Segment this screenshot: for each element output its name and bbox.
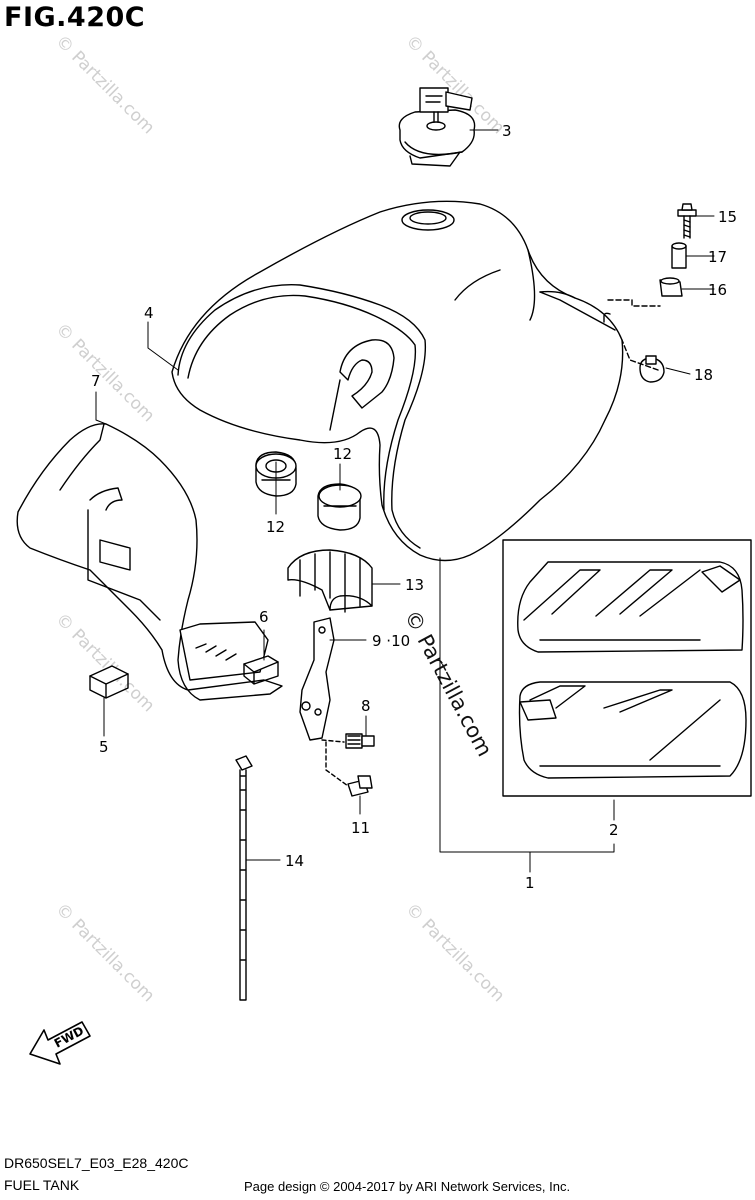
callout-5: 5 xyxy=(99,738,109,756)
callout-15: 15 xyxy=(718,208,737,226)
callout-12-lower: 12 xyxy=(266,518,285,536)
block-part-5 xyxy=(89,665,129,699)
callout-9-10: 9 ·10 xyxy=(372,632,410,650)
figure-title: FIG.420C xyxy=(4,2,146,33)
watermark-large: © Partzilla.com xyxy=(400,606,497,760)
callout-numbers: 1 2 3 4 5 6 7 8 9 ·10 11 12 12 13 14 15 … xyxy=(91,122,737,892)
side-cover-part-7 xyxy=(16,423,283,701)
fuel-cap-part-3 xyxy=(398,87,476,167)
bracket-part-9-10 xyxy=(299,617,335,741)
callout-14: 14 xyxy=(285,852,304,870)
callout-8: 8 xyxy=(361,697,371,715)
callout-4: 4 xyxy=(144,304,154,322)
cushion-part-13 xyxy=(287,549,373,613)
bolt-part-8 xyxy=(321,733,375,749)
copyright-notice: Page design © 2004-2017 by ARI Network S… xyxy=(244,1179,571,1194)
cable-tie-part-14 xyxy=(235,755,253,1001)
watermark: © Partzilla.com xyxy=(401,899,508,1006)
watermark: © Partzilla.com xyxy=(51,31,158,138)
watermark: © Partzilla.com xyxy=(51,899,158,1006)
fwd-arrow-icon xyxy=(29,1021,91,1065)
callout-17: 17 xyxy=(708,248,727,266)
mounting-hardware-parts-15-18 xyxy=(603,203,697,383)
callout-11: 11 xyxy=(351,819,370,837)
fuel-tank-part-4 xyxy=(171,200,624,562)
callout-12-upper: 12 xyxy=(333,445,352,463)
callout-16: 16 xyxy=(708,281,727,299)
callout-6: 6 xyxy=(259,608,269,626)
section-title: FUEL TANK xyxy=(4,1177,80,1193)
diagram-code: DR650SEL7_E03_E28_420C xyxy=(4,1155,189,1171)
callout-7: 7 xyxy=(91,372,101,390)
pad-part-6 xyxy=(243,655,279,685)
grommet-part-12-b xyxy=(317,483,362,531)
watermark: © Partzilla.com xyxy=(51,319,158,426)
callout-18: 18 xyxy=(694,366,713,384)
callout-2: 2 xyxy=(609,821,619,839)
watermark: © Partzilla.com xyxy=(51,609,158,716)
bolt-part-11 xyxy=(325,741,373,797)
leader-lines xyxy=(95,129,715,873)
callout-1: 1 xyxy=(525,874,535,892)
callout-3: 3 xyxy=(502,122,512,140)
callout-13: 13 xyxy=(405,576,424,594)
emblem-set-part-2 xyxy=(502,539,752,797)
